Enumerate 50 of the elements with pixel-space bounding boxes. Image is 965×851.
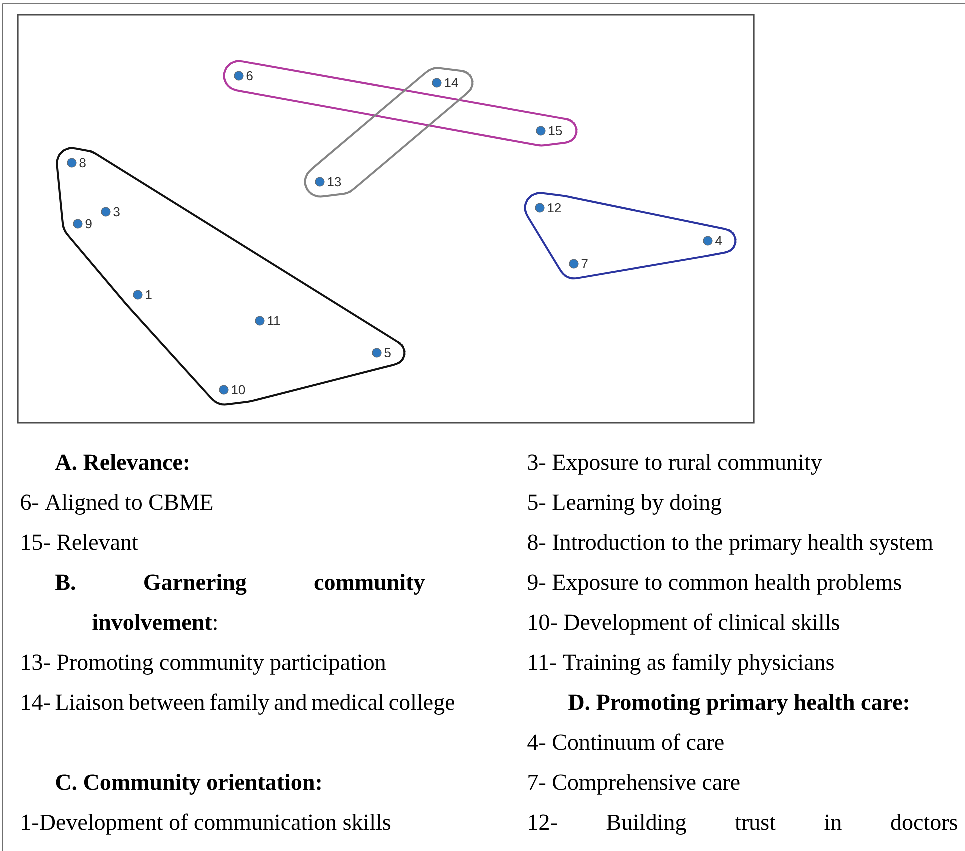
node-label: 14 <box>445 78 458 88</box>
legend-item: 1-Development of communication skills <box>22 814 391 835</box>
heading: A. Relevance: <box>55 454 189 470</box>
data-point: 4 <box>703 236 722 246</box>
node-label: 5 <box>384 348 391 358</box>
legend-item: 11- Training as family physicians <box>529 654 834 675</box>
legend-item: 6- Aligned to CBME <box>21 494 213 515</box>
data-point: 12 <box>535 203 561 213</box>
legend-item: 7- Comprehensive care <box>528 774 740 795</box>
cluster-outline <box>524 192 737 280</box>
node-label: 13 <box>328 177 342 187</box>
legend-item: 5- Learning by doing <box>528 494 722 515</box>
heading: B. Garnering community involvement: <box>56 574 425 630</box>
legend-item: 14- Liaison between family and medical college <box>22 694 454 715</box>
legend-item: 13- Promoting community participation <box>22 654 386 675</box>
heading: D. Promoting primary health care: <box>568 694 908 716</box>
data-point: 14 <box>432 78 458 88</box>
node-label: 12 <box>548 203 562 213</box>
data-point: 5 <box>372 348 391 358</box>
node-label: 3 <box>114 207 120 217</box>
node-label: 15 <box>549 126 562 136</box>
legend-item: 12- Building trust in doctors <box>529 814 958 835</box>
data-point: 13 <box>315 177 342 187</box>
data-point: 10 <box>219 385 246 395</box>
node-label: 10 <box>232 385 246 395</box>
legend-item: 3- Exposure to rural community <box>528 454 822 475</box>
legend-item: 4- Continuum of care <box>528 734 724 750</box>
node-label: 1 <box>146 290 152 300</box>
data-point: 11 <box>255 316 280 326</box>
heading: C. Community orientation: <box>56 774 321 795</box>
node-label: 8 <box>80 158 86 168</box>
legend-item: 9- Exposure to common health problems <box>528 574 902 595</box>
data-point: 15 <box>536 126 562 136</box>
data-point: 1 <box>133 290 152 300</box>
cluster-outline <box>304 67 474 198</box>
data-point: 6 <box>234 71 253 81</box>
data-point: 9 <box>73 219 92 229</box>
data-point: 8 <box>67 158 86 168</box>
node-label: 9 <box>86 219 92 229</box>
legend-item: 10- Development of clinical skills <box>529 614 840 635</box>
legend-item: 15- Relevant <box>22 534 138 550</box>
data-point: 7 <box>569 259 588 269</box>
data-point: 3 <box>101 207 120 217</box>
legend-item: 8- Introduction to the primary health system <box>528 534 934 555</box>
node-label: 4 <box>716 236 722 246</box>
cluster-outline <box>223 60 578 147</box>
node-label: 11 <box>268 316 280 326</box>
node-label: 6 <box>246 71 253 81</box>
cluster-outline <box>56 147 406 406</box>
node-label: 7 <box>582 260 588 268</box>
